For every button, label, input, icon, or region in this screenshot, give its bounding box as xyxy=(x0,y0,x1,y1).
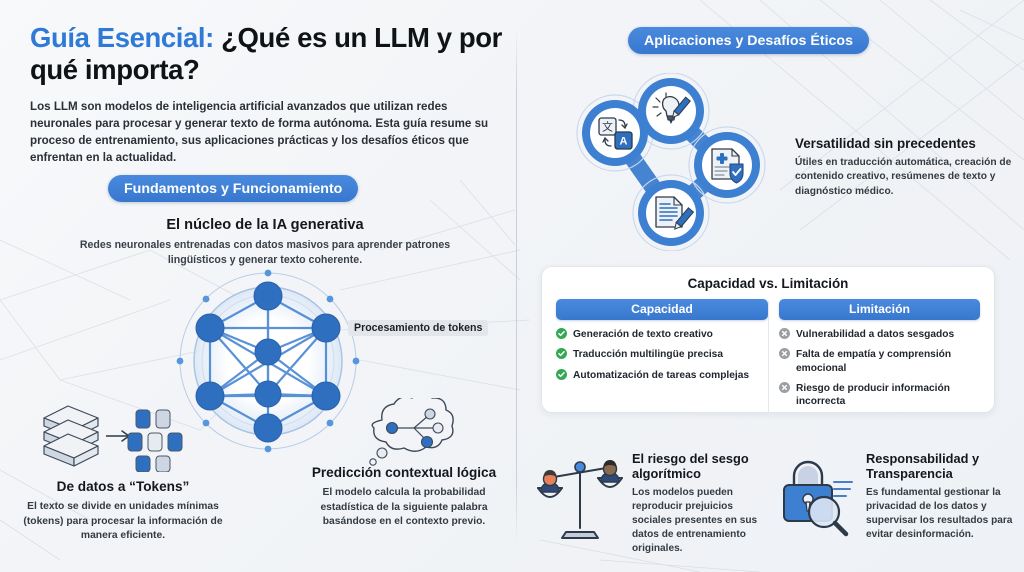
applications-hub-diagram: 文 A xyxy=(576,73,766,251)
bias-text: El riesgo del sesgo algorítmico Los mode… xyxy=(632,451,766,556)
bias-body: Los modelos pueden reproducir prejuicios… xyxy=(632,486,758,555)
section-pill-aplicaciones: Aplicaciones y Desafíos Éticos xyxy=(628,27,869,54)
list-item: Traducción multilingüe precisa xyxy=(556,348,768,361)
x-circle-icon xyxy=(779,381,790,393)
balance-scale-icon xyxy=(536,452,624,544)
x-circle-icon xyxy=(779,328,790,339)
list-item: Generación de texto creativo xyxy=(556,328,768,341)
caption-prediction-body: El modelo calcula la probabilidad estadí… xyxy=(320,487,488,528)
bias-title: El riesgo del sesgo algorítmico xyxy=(632,451,749,481)
list-item: Riesgo de producir información incorrect… xyxy=(779,381,980,409)
x-circle-icon xyxy=(779,348,790,360)
list-item: Vulnerabilidad a datos sesgados xyxy=(779,328,980,341)
core-subtitle: Redes neuronales entrenadas con datos ma… xyxy=(79,239,451,267)
translate-icon: 文 A xyxy=(598,117,633,150)
list-item-label: Vulnerabilidad a datos sesgados xyxy=(796,329,955,340)
list-item-label: Generación de texto creativo xyxy=(573,329,713,340)
core-title: El núcleo de la IA generativa xyxy=(166,217,364,233)
bias-block: El riesgo del sesgo algorítmico Los mode… xyxy=(536,451,766,556)
intro-paragraph: Los LLM son modelos de inteligencia arti… xyxy=(30,100,489,165)
versatility-block: Versatilidad sin precedentes Útiles en t… xyxy=(795,136,1017,199)
page-title-rest: ¿Qué es un LLM y por qué importa? xyxy=(30,22,502,86)
caption-tokens-title: De datos a “Tokens” xyxy=(56,479,190,494)
medical-shield-icon xyxy=(711,148,744,184)
comparison-card: Capacidad vs. Limitación Capacidad Gener… xyxy=(541,266,995,413)
comparison-title: Capacidad vs. Limitación xyxy=(687,276,849,291)
caption-tokens: De datos a “Tokens” El texto se divide e… xyxy=(18,479,228,544)
responsibility-text: Responsabilidad y Transparencia Es funda… xyxy=(866,451,1014,542)
capacidad-list: Generación de texto creativo Traducción … xyxy=(556,328,768,382)
caption-tokens-body: El texto se divide en unidades mínimas (… xyxy=(23,501,223,542)
versatility-title: Versatilidad sin precedentes xyxy=(795,136,976,151)
list-item-label: Automatización de tareas complejas xyxy=(573,369,750,381)
column-divider xyxy=(516,28,517,544)
list-item-label: Riesgo de producir información incorrect… xyxy=(796,382,950,407)
svg-text:A: A xyxy=(620,136,628,148)
list-item-label: Traducción multilingüe precisa xyxy=(573,349,724,361)
responsibility-body: Es fundamental gestionar la privacidad d… xyxy=(866,486,1013,541)
limitacion-list: Vulnerabilidad a datos sesgados Falta de… xyxy=(779,328,980,408)
thought-bubble-icon xyxy=(369,398,454,466)
check-circle-icon xyxy=(556,348,567,360)
check-circle-icon xyxy=(556,368,567,380)
caption-prediction-title: Predicción contextual lógica xyxy=(311,465,497,480)
document-pencil-icon xyxy=(655,196,695,230)
lock-magnifier-icon xyxy=(776,452,858,544)
responsibility-block: Responsabilidad y Transparencia Es funda… xyxy=(776,451,1014,544)
responsibility-title: Responsabilidad y Transparencia xyxy=(866,451,980,481)
check-circle-icon xyxy=(556,328,567,339)
network-label: Procesamiento de tokens xyxy=(348,320,489,336)
page-title: Guía Esencial: ¿Qué es un LLM y por qué … xyxy=(30,22,510,86)
list-item-label: Falta de empatía y comprensión emocional xyxy=(796,349,952,374)
comparison-column-capacidad: Capacidad Generación de texto creativo T… xyxy=(556,299,768,415)
section-pill-fundamentos: Fundamentos y Funcionamiento xyxy=(108,175,359,202)
versatility-body: Útiles en traducción automática, creació… xyxy=(795,157,1012,197)
caption-prediction: Predicción contextual lógica El modelo c… xyxy=(300,465,508,530)
lightbulb-pencil-icon xyxy=(652,92,691,124)
comparison-divider xyxy=(768,301,769,413)
column-header-limitacion: Limitación xyxy=(779,299,980,320)
column-header-capacidad: Capacidad xyxy=(556,299,768,320)
database-to-tokens-icon xyxy=(43,405,183,472)
neural-network-diagram xyxy=(176,269,360,453)
svg-text:文: 文 xyxy=(602,120,613,134)
comparison-column-limitacion: Limitación Vulnerabilidad a datos sesgad… xyxy=(768,299,980,415)
page-title-highlight: Guía Esencial: xyxy=(30,22,214,53)
list-item: Automatización de tareas complejas xyxy=(556,368,768,382)
list-item: Falta de empatía y comprensión emocional xyxy=(779,348,980,375)
